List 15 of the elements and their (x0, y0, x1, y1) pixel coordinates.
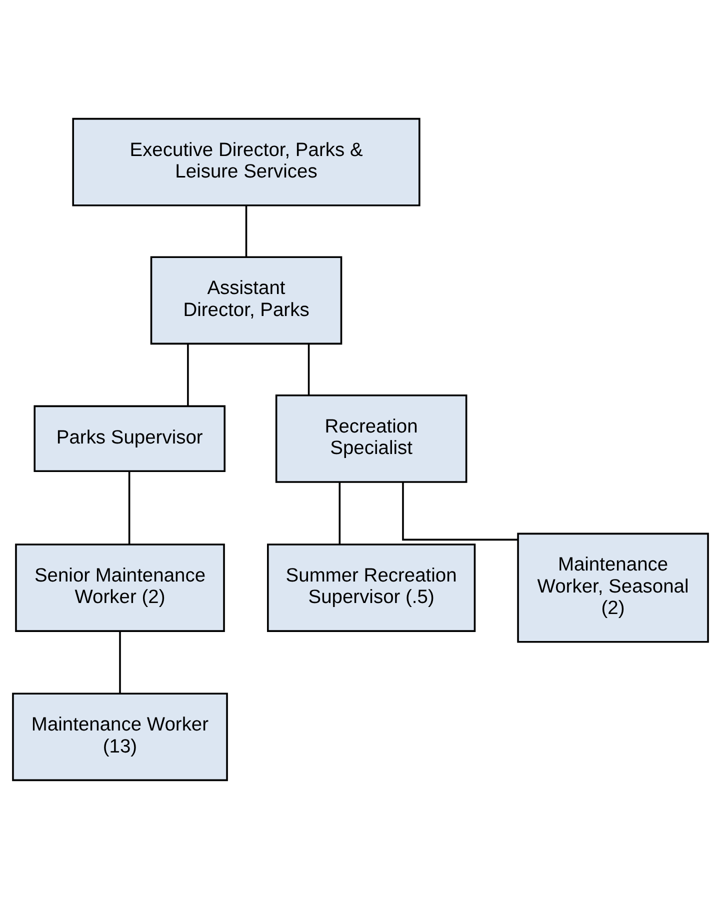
node-box: Summer Recreation Supervisor (.5) (267, 544, 476, 632)
connector (338, 482, 341, 544)
connector (128, 471, 130, 544)
node-box: Recreation Specialist (275, 394, 468, 483)
connector (308, 344, 310, 395)
connector (187, 344, 189, 406)
node-box: Executive Director, Parks & Leisure Services (72, 118, 420, 206)
node-box: Assistant Director, Parks (150, 256, 342, 345)
node-box: Maintenance Worker, Seasonal (2) (517, 532, 709, 643)
node-box: Senior Maintenance Worker (2) (15, 544, 225, 632)
connector (119, 631, 121, 694)
connector (402, 482, 518, 541)
node-box: Parks Supervisor (34, 405, 226, 472)
connector (245, 205, 248, 257)
node-box: Maintenance Worker (13) (12, 692, 228, 782)
